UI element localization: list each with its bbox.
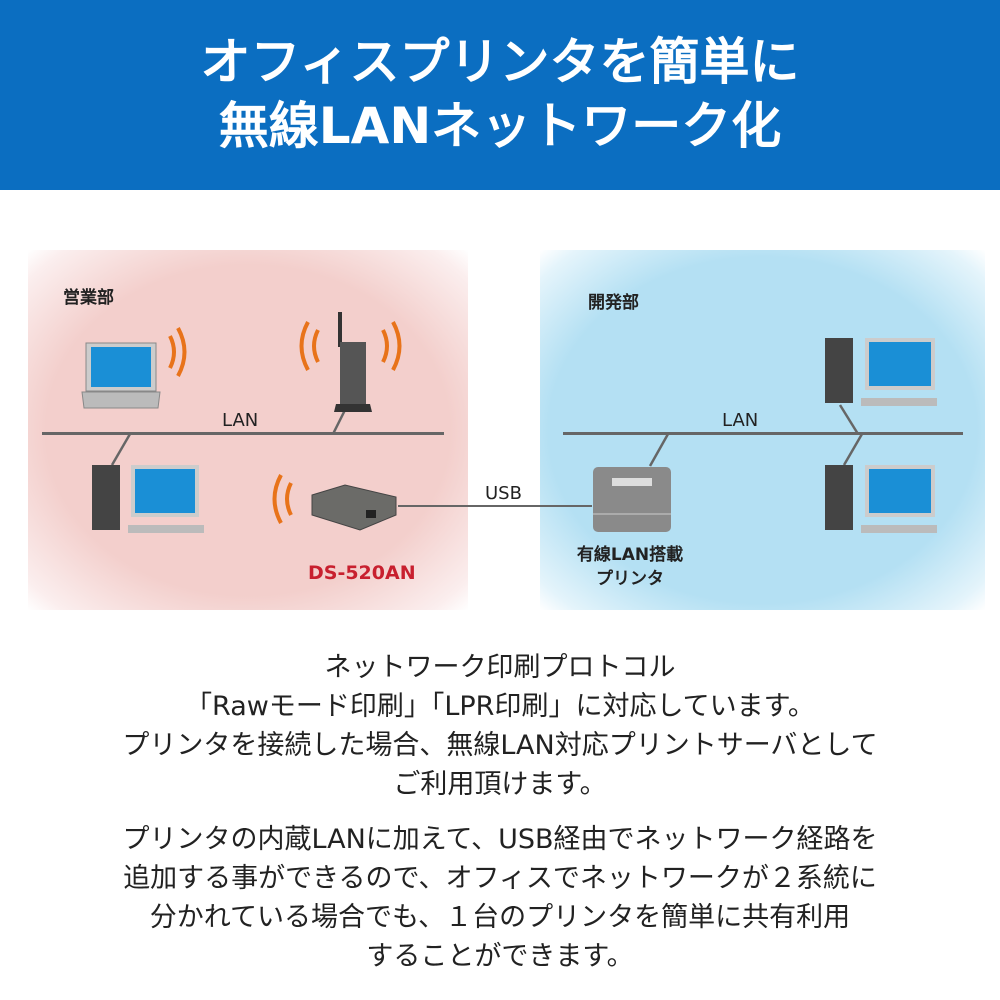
usb-cable <box>398 505 592 507</box>
lan-label-right: LAN <box>722 410 759 431</box>
desktop-pc-icon <box>825 338 937 406</box>
lan-line-right <box>563 432 963 435</box>
device-model-label: DS-520AN <box>308 562 416 584</box>
text-line: 追加する事ができるので、オフィスでネットワークが２系統に <box>123 863 877 894</box>
text-line: 「Rawモード印刷」「LPR印刷」に対応しています。 <box>185 691 815 722</box>
printer-icon <box>593 467 671 532</box>
wireless-router-icon <box>334 312 372 412</box>
usb-label: USB <box>485 483 522 504</box>
wireless-wave-icons <box>168 321 402 524</box>
text-line: ネットワーク印刷プロトコル <box>324 652 676 683</box>
diagram-graphics <box>81 312 937 533</box>
header-banner: オフィスプリンタを簡単に 無線LANネットワーク化 <box>0 0 1000 190</box>
text-line: プリンタの内蔵LANに加えて、USB経由でネットワーク経路を <box>122 824 878 855</box>
lan-label-left: LAN <box>222 410 259 431</box>
description-paragraph-1: ネットワーク印刷プロトコル 「Rawモード印刷」「LPR印刷」に対応しています。… <box>0 648 1000 804</box>
dev-dept-label: 開発部 <box>588 293 639 313</box>
title-line-1: オフィスプリンタを簡単に <box>200 33 800 91</box>
lan-line-left <box>42 432 444 435</box>
text-line: プリンタを接続した場合、無線LAN対応プリントサーバとして <box>122 730 878 761</box>
text-line: ご利用頂けます。 <box>393 769 607 800</box>
text-line: することができます。 <box>366 941 634 972</box>
sales-dept-zone <box>28 250 468 610</box>
sales-dept-label: 営業部 <box>63 288 114 308</box>
printer-label-line-2: プリンタ <box>596 569 664 589</box>
laptop-icon <box>81 342 161 409</box>
desktop-pc-icon <box>825 465 937 533</box>
title-line-2: 無線LANネットワーク化 <box>218 97 782 155</box>
dev-dept-zone <box>540 250 985 610</box>
print-server-device-icon <box>311 484 397 531</box>
desktop-pc-icon <box>92 465 204 533</box>
printer-label: 有線LAN搭載 プリンタ <box>570 543 690 591</box>
description-paragraph-2: プリンタの内蔵LANに加えて、USB経由でネットワーク経路を 追加する事ができる… <box>0 820 1000 976</box>
text-line: 分かれている場合でも、１台のプリンタを簡単に共有利用 <box>149 902 851 933</box>
printer-label-line-1: 有線LAN搭載 <box>576 545 684 565</box>
